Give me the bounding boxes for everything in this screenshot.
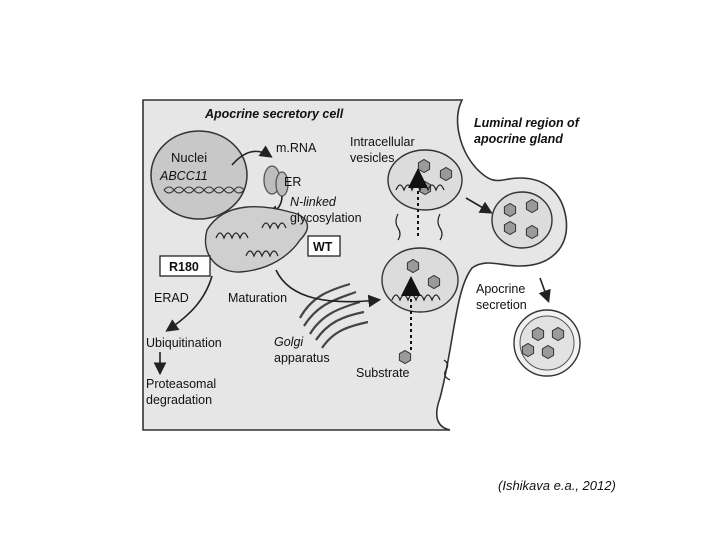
vesicle-lower	[381, 247, 459, 313]
maturation-arrow	[275, 269, 382, 308]
nucleus	[150, 130, 248, 220]
hexagon-icon	[521, 342, 535, 358]
dna-helix-icon	[163, 186, 245, 194]
lumen-vesicle	[491, 191, 553, 249]
label-ubiquitination: Ubiquitination	[146, 336, 222, 350]
vesicle-transporter-icon	[391, 184, 451, 381]
label-r180: R180	[169, 260, 199, 274]
label-vesicles-2: vesicles	[350, 151, 394, 165]
secretion-arrow	[538, 277, 551, 304]
label-lumen-2: apocrine gland	[474, 132, 563, 146]
citation: (Ishikava e.a., 2012)	[498, 478, 616, 493]
hexagon-icon	[503, 220, 517, 236]
hexagon-icon	[525, 224, 539, 240]
label-vesicles-1: Intracellular	[350, 135, 415, 149]
er-transporter-icon	[215, 222, 287, 258]
hexagon-icon	[427, 274, 441, 290]
label-proteasomal-2: degradation	[146, 393, 212, 407]
erad-arrow	[165, 275, 213, 332]
label-lumen-1: Luminal region of	[474, 116, 581, 130]
label-glyco-1: N-linked	[290, 195, 337, 209]
hexagon-icon	[551, 326, 565, 342]
wt-box	[307, 235, 341, 257]
hexagon-icon	[398, 349, 412, 365]
er-icon	[263, 165, 289, 197]
label-golgi-1: Golgi	[274, 335, 304, 349]
label-proteasomal-1: Proteasomal	[146, 377, 216, 391]
label-maturation: Maturation	[228, 291, 287, 305]
hexagon-icon	[406, 258, 420, 274]
to-lumen-arrow	[465, 197, 493, 214]
label-secretion-1: Apocrine	[476, 282, 525, 296]
hexagon-icon	[439, 166, 453, 182]
hexagon-icon	[417, 158, 431, 174]
label-glyco-2: glycosylation	[290, 211, 362, 225]
r180-box	[159, 255, 211, 277]
label-er: ER	[284, 175, 301, 189]
label-substrate: Substrate	[356, 366, 410, 380]
hexagon-icon	[525, 198, 539, 214]
label-nuclei: Nuclei	[171, 150, 207, 165]
vesicle-upper	[387, 149, 463, 211]
label-secretion-2: secretion	[476, 298, 527, 312]
hexagon-icon	[531, 326, 545, 342]
golgi-icon	[299, 282, 369, 349]
label-mrna: m.RNA	[276, 141, 317, 155]
label-wt: WT	[313, 240, 333, 254]
label-golgi-2: apparatus	[274, 351, 330, 365]
hexagon-icon	[541, 344, 555, 360]
mrna-arrow	[231, 145, 273, 166]
label-cell: Apocrine secretory cell	[204, 107, 344, 121]
label-gene: ABCC11	[159, 169, 208, 183]
label-erad: ERAD	[154, 291, 189, 305]
hexagon-icon	[503, 202, 517, 218]
